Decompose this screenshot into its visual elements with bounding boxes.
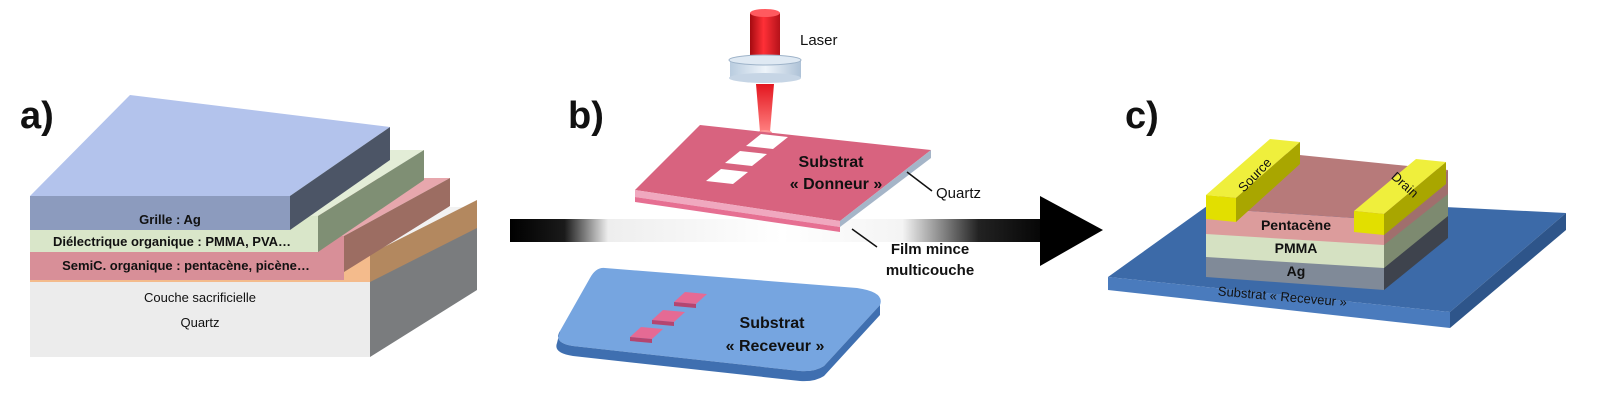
pmma-label: PMMA xyxy=(1275,240,1318,256)
film-label-line1: Film mince xyxy=(891,241,969,258)
receiver-label-line2: « Receveur » xyxy=(726,338,825,355)
panel-c: c) xyxy=(1108,95,1566,328)
film-label-line2: multicouche xyxy=(886,262,974,279)
quartz-label-b: Quartz xyxy=(936,185,981,202)
process-arrow xyxy=(510,196,1103,266)
layer-gate xyxy=(30,95,390,230)
semiconductor-label: SemiC. organique : pentacène, picène… xyxy=(62,258,310,273)
pentacene-label: Pentacène xyxy=(1261,217,1331,233)
quartz-label: Quartz xyxy=(180,315,219,330)
quartz-pointer xyxy=(906,171,933,192)
ag-label: Ag xyxy=(1287,263,1306,279)
laser-label: Laser xyxy=(800,32,838,49)
film-pointer xyxy=(851,228,878,248)
sacrificial-label: Couche sacrificielle xyxy=(144,290,256,305)
donor-label-line1: Substrat xyxy=(799,154,865,171)
drain-electrode xyxy=(1354,159,1446,235)
panel-c-letter: c) xyxy=(1125,95,1159,137)
panel-b-letter: b) xyxy=(568,95,604,137)
donor-label-line2: « Donneur » xyxy=(790,176,883,193)
receiver-substrate xyxy=(556,267,881,382)
panel-b: b) Laser Substrat « Donneur » Quartz xyxy=(556,9,981,382)
receiver-label-line1: Substrat xyxy=(740,315,806,332)
gate-label: Grille : Ag xyxy=(139,212,201,227)
donor-substrate xyxy=(635,125,931,232)
source-electrode xyxy=(1206,139,1300,222)
panel-a-letter: a) xyxy=(20,95,54,137)
panel-a: a) Gril xyxy=(20,95,477,357)
laser-icon xyxy=(728,9,802,136)
dielectric-label: Diélectrique organique : PMMA, PVA… xyxy=(53,234,291,249)
